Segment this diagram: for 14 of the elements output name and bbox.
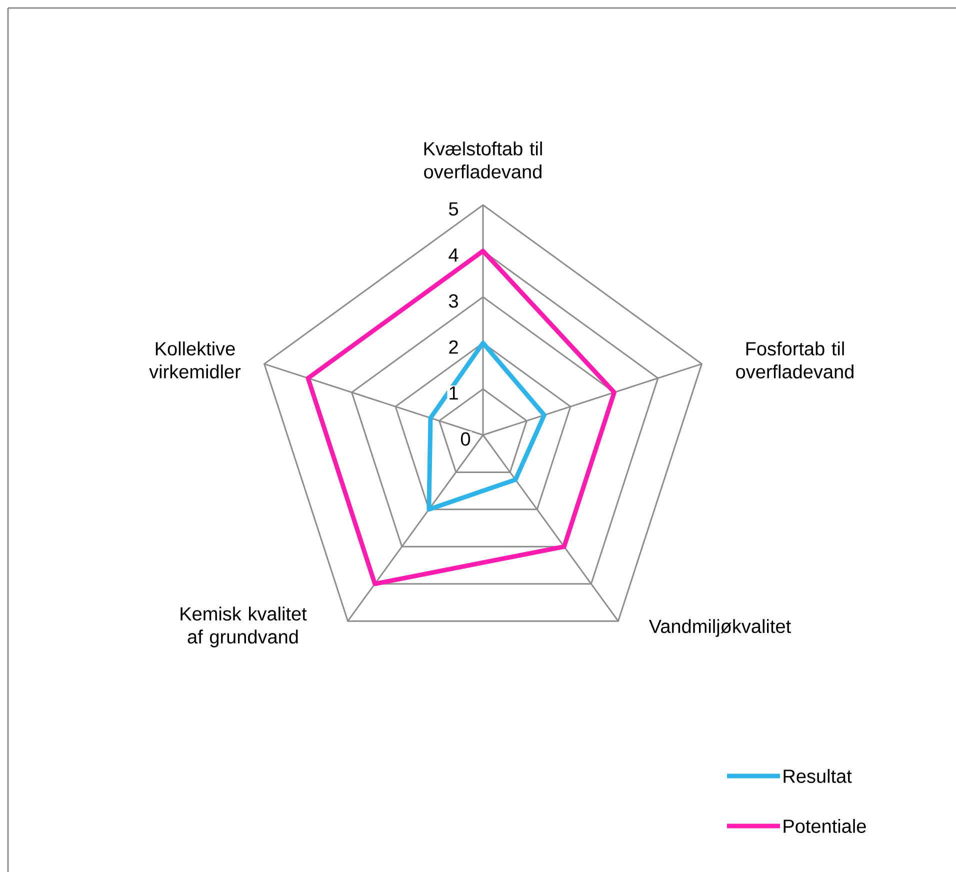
tick-label: 0 [459,431,472,447]
tick-label: 2 [447,339,460,355]
legend-label: Potentiale [784,819,866,833]
category-label: Kollektive virkemidler [149,342,241,378]
y-tick-label: 1 [450,386,458,400]
category-label: Vandmiljøkvalitet [648,619,791,637]
legend-label: Resultat [784,769,852,783]
tick-label: 1 [447,385,460,401]
category-label: Kemisk kvalitet af grundvand [180,606,307,648]
tick-label: 3 [447,293,460,309]
category-label: Fosfortab til overfladevand [736,342,854,378]
tick-label: 5 [447,201,460,217]
category-label: Kvælstoftab til overfladevand [424,142,542,178]
tick-label: 4 [447,247,460,263]
